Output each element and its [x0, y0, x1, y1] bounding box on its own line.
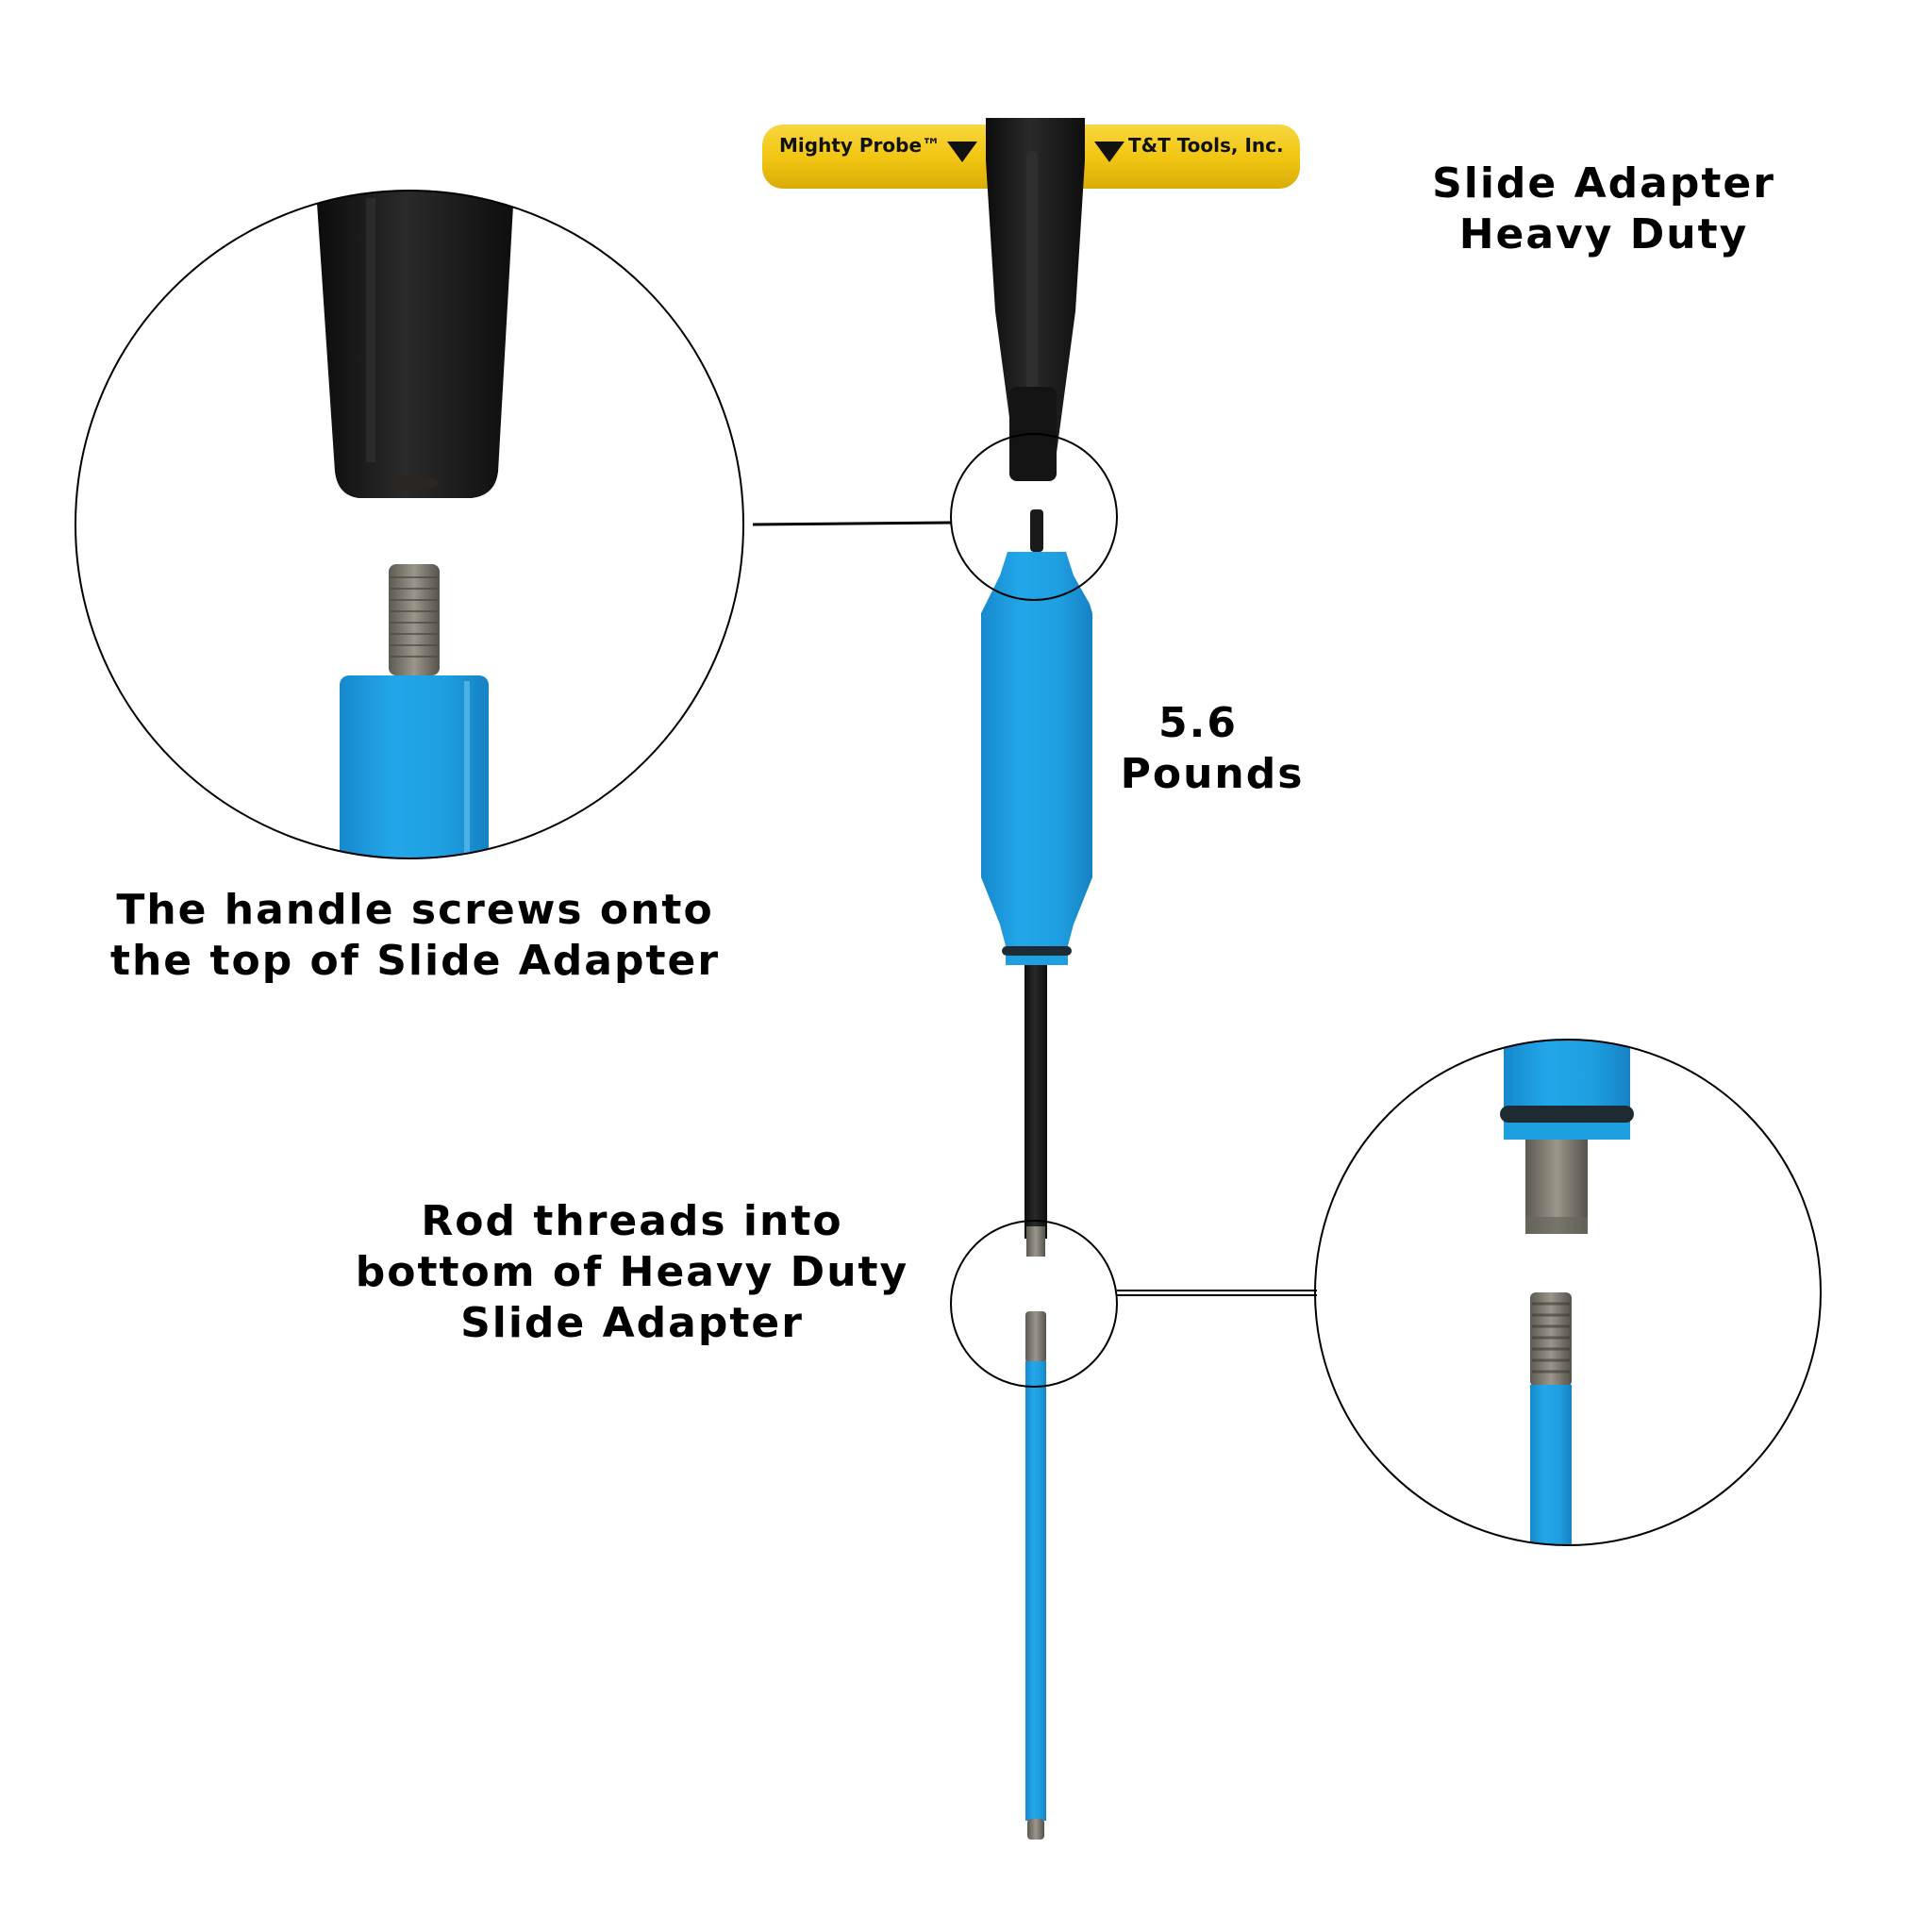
top-callout-line-1: The handle screws onto [116, 886, 714, 934]
o-ring-closeup [1500, 1106, 1634, 1123]
blue-rod-closeup [1530, 1385, 1572, 1545]
bottom-callout-text: Rod threads into bottom of Heavy Duty Sl… [330, 1196, 934, 1349]
bottom-joint-detail [1314, 1039, 1822, 1546]
threaded-hole [389, 475, 438, 491]
t-handle [762, 118, 1300, 481]
triangle-logo-icon [1094, 142, 1124, 162]
blue-weight-body [981, 552, 1092, 953]
top-detail-circle [75, 190, 744, 859]
handle-socket-closeup [316, 191, 514, 498]
top-joint-detail [75, 190, 744, 859]
top-joint-callout-circle [950, 433, 1118, 601]
rod-top-threads [1025, 1311, 1046, 1363]
weight-value: 5.6 [1158, 699, 1238, 747]
triangle-logo-icon [947, 142, 977, 162]
threaded-stud-closeup [389, 564, 440, 675]
handle-brand-left: Mighty Probe™ [779, 134, 941, 157]
adapter-top-stud [1030, 509, 1043, 552]
bottom-callout-line-1: Rod threads into [421, 1197, 843, 1245]
rod-bottom-threads [1027, 1819, 1044, 1840]
bottom-callout-line-3: Slide Adapter [460, 1299, 804, 1347]
blue-probe-rod [1025, 1361, 1046, 1821]
product-title-line-1: Slide Adapter [1432, 159, 1775, 208]
bottom-joint-callout-circle [950, 1220, 1118, 1388]
bottom-callout-line-2: bottom of Heavy Duty [355, 1248, 909, 1296]
handle-brand-right: T&T Tools, Inc. [1128, 134, 1284, 157]
weight-label: 5.6 Pounds [1104, 698, 1321, 800]
top-callout-line-2: the top of Slide Adapter [109, 937, 721, 985]
shaft-bottom-threads [1026, 1226, 1045, 1257]
bottom-detail-circle [1314, 1039, 1822, 1546]
o-ring [1002, 946, 1072, 956]
product-title: Slide Adapter Heavy Duty [1396, 158, 1811, 260]
weight-unit: Pounds [1120, 750, 1305, 798]
top-connector-line [752, 521, 952, 526]
black-slide-shaft [1024, 965, 1047, 1239]
blue-body-closeup [340, 675, 489, 858]
top-callout-text: The handle screws onto the top of Slide … [75, 885, 755, 987]
product-title-line-2: Heavy Duty [1458, 210, 1749, 258]
